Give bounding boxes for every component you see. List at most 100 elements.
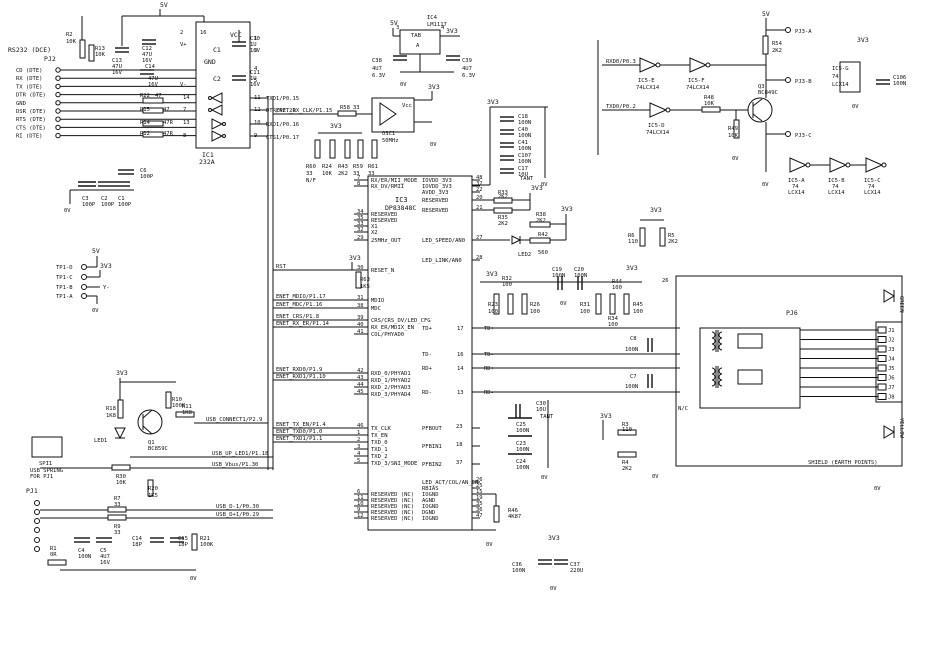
ic3-pin-number: 32: [357, 227, 364, 233]
svg-text:3V3: 3V3: [349, 254, 361, 262]
svg-text:V-: V-: [180, 82, 187, 88]
inverter-icd: [649, 102, 668, 118]
svg-text:ENET_CRS/P1.8: ENET_CRS/P1.8: [276, 314, 319, 320]
transformer-coil: [711, 379, 716, 387]
svg-text:18: 18: [456, 442, 463, 448]
svg-text:PJ1: PJ1: [26, 487, 38, 495]
rs232-connector: RS232 (DCE) PJ2 CD (DTE)RX (DTE)TX (DTE)…: [8, 46, 196, 140]
svg-text:3V3: 3V3: [487, 98, 499, 106]
svg-text:C8: C8: [630, 336, 637, 342]
svg-text:2K2: 2K2: [498, 194, 508, 200]
svg-text:1K5: 1K5: [148, 493, 158, 499]
svg-text:R5: R5: [668, 233, 675, 239]
usb-connector-pj1: PJ1 R1 0R C4 100N C5 4U7 16V C14 18P C15…: [26, 487, 214, 582]
svg-text:3V3: 3V3: [486, 270, 498, 278]
svg-text:1K5: 1K5: [360, 284, 370, 290]
svg-text:3V3: 3V3: [857, 36, 869, 44]
svg-text:5V: 5V: [92, 247, 100, 255]
ic3-pin-label: PFBIN2: [422, 462, 442, 468]
svg-text:16V: 16V: [142, 58, 153, 64]
svg-text:2K2: 2K2: [498, 221, 508, 227]
svg-text:3V3: 3V3: [330, 122, 342, 130]
svg-text:R18: R18: [106, 406, 116, 412]
svg-text:2K2: 2K2: [622, 466, 632, 472]
rs232-pin-label: RI (DTE): [16, 134, 43, 140]
svg-text:74LCX14: 74LCX14: [646, 130, 670, 136]
usb-spring: SPI1 USB SPRING FOR PJ1: [30, 436, 63, 480]
ic3-pin-label: TXD_0: [371, 440, 388, 446]
svg-text:LCX14: LCX14: [864, 190, 881, 196]
svg-text:100N: 100N: [518, 146, 531, 152]
svg-text:IC3: IC3: [395, 196, 408, 204]
svg-text:USB_UP_LED1/P1.18: USB_UP_LED1/P1.18: [212, 451, 268, 457]
svg-text:TANT: TANT: [540, 414, 554, 420]
svg-text:R60: R60: [306, 164, 316, 170]
svg-text:10K: 10K: [728, 133, 739, 139]
osc1-50mhz: 3V3 Vcc OSC1 50MHz 0V: [371, 83, 440, 148]
svg-text:7: 7: [183, 107, 186, 113]
ic3-pin-label: RESERVED: [422, 198, 449, 204]
ic3-pin-label: IOVDD_3V3: [422, 184, 452, 190]
svg-text:0V: 0V: [652, 474, 659, 480]
ic3-pin-number: 45: [357, 389, 364, 395]
ic3-supply-caps: 3V3 C18100NC40100NC41100NC107100NC1710UT…: [472, 98, 548, 188]
inverter-icb: [829, 157, 848, 173]
ic3-pin-label: RD-: [422, 390, 432, 396]
svg-text:10U: 10U: [536, 407, 546, 413]
ic3-pin-label: RESERVED (NC): [371, 516, 414, 522]
top-5v-supply: 5V: [121, 1, 205, 46]
svg-text:TD-: TD-: [484, 352, 494, 358]
pj6-pin: [877, 336, 887, 343]
svg-text:R7: R7: [114, 496, 121, 502]
ic3-pin-label: IOVDD_3V3: [422, 178, 452, 184]
pj6-pin: [877, 383, 887, 391]
ic1-driver: [211, 130, 224, 142]
svg-text:18P: 18P: [132, 542, 143, 548]
svg-text:100K: 100K: [200, 542, 214, 548]
svg-text:1K8: 1K8: [106, 413, 116, 419]
svg-text:ENET_TX_EN/P1.4: ENET_TX_EN/P1.4: [276, 422, 326, 428]
svg-text:Vcc: Vcc: [402, 103, 412, 109]
svg-text:LCX14: LCX14: [828, 190, 845, 196]
ic3-pin-number: 19: [476, 495, 483, 501]
ic3-pin-number: 4: [357, 451, 361, 457]
rs232-pin-label: CD (DTE): [16, 68, 43, 74]
svg-text:0V: 0V: [874, 486, 881, 492]
svg-text:2K2: 2K2: [668, 239, 678, 245]
svg-text:R23: R23: [488, 302, 498, 308]
svg-text:USB_D+1/P0.29: USB_D+1/P0.29: [216, 512, 259, 518]
svg-text:R59: R59: [353, 164, 363, 170]
svg-text:USB_D-1/P0.30: USB_D-1/P0.30: [216, 504, 259, 510]
svg-text:3V3: 3V3: [116, 369, 128, 377]
ic3-pin-label: RESERVED (NC): [371, 510, 414, 516]
rs232-pin-label: CTS (DTE): [16, 125, 46, 131]
ic3-pin-number: 27: [476, 235, 483, 241]
svg-text:37: 37: [456, 460, 463, 466]
svg-text:CTS1/P0.17: CTS1/P0.17: [266, 135, 299, 141]
svg-text:R54: R54: [772, 41, 783, 47]
common-mode-choke: [737, 369, 763, 385]
svg-text:ENET_RXD0/P1.9: ENET_RXD0/P1.9: [276, 367, 322, 373]
svg-text:C5: C5: [100, 548, 107, 554]
ic3-pin-number: 41: [357, 329, 364, 335]
ic3-pin-number: 35: [476, 501, 483, 507]
svg-text:100N: 100N: [552, 273, 565, 279]
svg-text:IC5-G: IC5-G: [832, 66, 849, 72]
pj6-pin-label: J5: [888, 366, 895, 372]
svg-text:C40: C40: [518, 127, 528, 133]
pj3-connector: PJ3-A PJ3-B PJ3-C: [766, 27, 812, 139]
svg-text:13: 13: [183, 120, 190, 126]
svg-text:R44: R44: [612, 279, 623, 285]
svg-text:C1: C1: [118, 196, 125, 202]
svg-text:TANT: TANT: [520, 176, 534, 182]
c14a-capacitor: C14 47U 16V: [140, 64, 159, 88]
svg-text:47R: 47R: [163, 131, 174, 137]
svg-text:0V: 0V: [550, 586, 557, 592]
svg-text:C14: C14: [145, 64, 156, 70]
svg-text:LCX14: LCX14: [788, 190, 805, 196]
svg-text:100: 100: [580, 309, 590, 315]
svg-text:110: 110: [622, 427, 632, 433]
rs232-pin-label: DSR (DTE): [16, 109, 46, 115]
svg-text:PJ3-B: PJ3-B: [795, 79, 812, 85]
svg-text:ENET_MDC/P1.16: ENET_MDC/P1.16: [276, 302, 322, 308]
